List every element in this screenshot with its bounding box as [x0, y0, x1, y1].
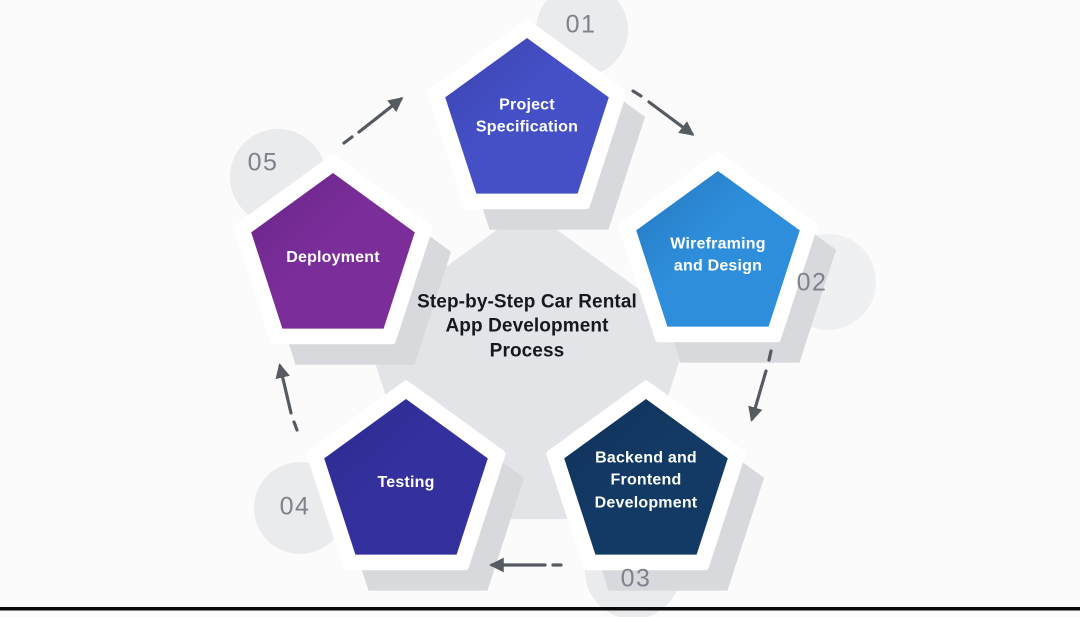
- step-2-label: Wireframing and Design: [670, 235, 766, 275]
- arrow-1-to-2: [647, 100, 695, 136]
- step-4-number: 04: [279, 492, 311, 521]
- step-5-pentagon-shading: [251, 173, 415, 329]
- arrow-1-to-2-dash: [631, 89, 643, 98]
- step-5-label: Deployment: [286, 248, 380, 266]
- step-1-pentagon-shading: [445, 38, 609, 194]
- arrow-4-to-5-dash: [292, 420, 299, 432]
- step-4-label: Testing: [377, 473, 435, 491]
- pentagon-shapes: [251, 38, 800, 555]
- step-5-number: 05: [247, 148, 279, 177]
- step-1-number: 01: [565, 10, 597, 39]
- step-3-pentagon-shading: [564, 399, 728, 555]
- arrow-5-to-1: [357, 97, 404, 134]
- diagram-title: Step-by-Step Car Rental App Development …: [417, 291, 637, 362]
- bottom-rule: [0, 607, 1080, 611]
- step-2-pentagon-shading: [636, 171, 800, 327]
- arrow-2-to-3-dash: [767, 349, 773, 362]
- arrow-5-to-1-dash: [342, 135, 354, 145]
- arrow-4-to-5: [275, 363, 293, 415]
- step-3-label: Backend and Frontend Development: [594, 449, 698, 512]
- step-3-number: 03: [620, 564, 652, 593]
- arrow-2-to-3: [748, 369, 768, 422]
- step-1-label: Project Specification: [475, 96, 579, 136]
- step-2-number: 02: [796, 268, 828, 297]
- connector-arrows: [275, 89, 773, 573]
- step-4-pentagon-shading: [324, 399, 488, 555]
